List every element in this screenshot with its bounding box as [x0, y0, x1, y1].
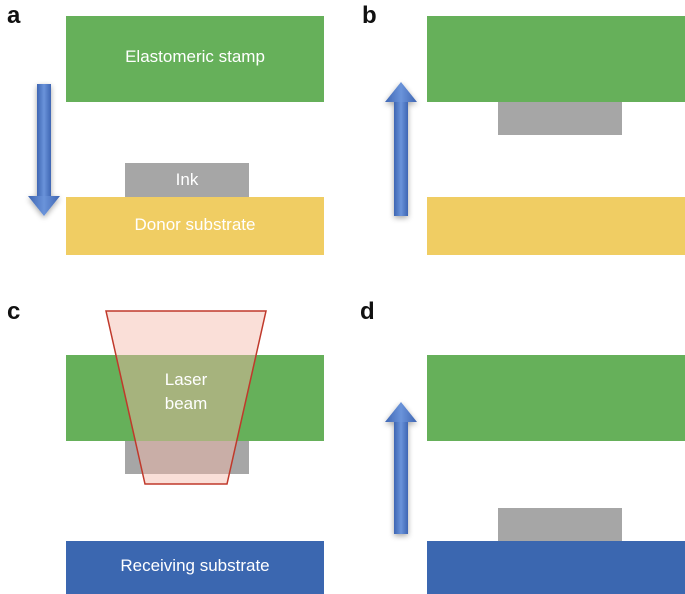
panel-b [385, 16, 685, 255]
panel-c-stamp [66, 355, 324, 441]
laser-beam-label-line2: beam [164, 394, 208, 413]
panel-a-donor-substrate [66, 197, 324, 255]
panel-d-up-arrow-icon [385, 402, 417, 534]
receiving-substrate-label: Receiving substrate [120, 556, 270, 575]
panel-b-up-arrow-icon [385, 82, 417, 216]
panel-c-receiving-substrate [66, 541, 324, 594]
panel-c-laser-beam [105, 310, 267, 485]
panel-c-ink [125, 441, 249, 474]
panel-b-ink [498, 102, 622, 135]
panel-b-stamp [427, 16, 685, 102]
panel-b-letter: b [362, 2, 377, 29]
ink-label: Ink [175, 170, 199, 189]
panel-c-letter: c [7, 298, 21, 325]
panel-b-donor-substrate [427, 197, 685, 255]
panel-a-stamp [66, 16, 324, 102]
panel-c [66, 310, 324, 594]
panel-a-down-arrow-icon [28, 84, 60, 216]
panel-d [385, 355, 685, 594]
elastomeric-stamp-label: Elastomeric stamp [125, 47, 265, 66]
panel-a-letter: a [7, 2, 21, 29]
panel-d-ink [498, 508, 622, 541]
panel-a-ink [125, 163, 249, 197]
panel-a [28, 16, 324, 255]
laser-beam-label-line1: Laser [164, 370, 208, 389]
panel-d-stamp [427, 355, 685, 441]
panel-d-letter: d [360, 298, 375, 325]
donor-substrate-label: Donor substrate [134, 215, 256, 234]
panel-d-receiving-substrate [427, 541, 685, 594]
